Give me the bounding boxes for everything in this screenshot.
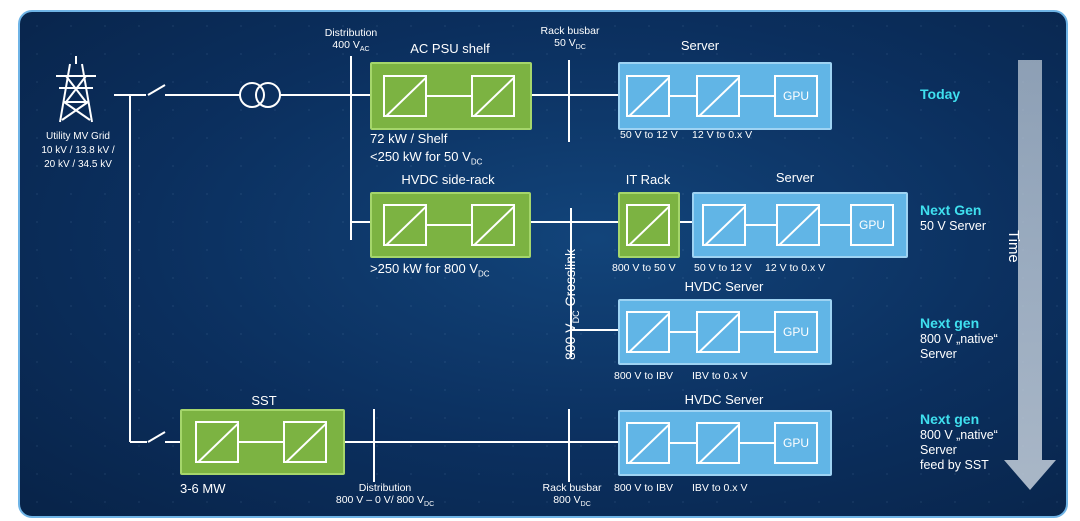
hvdc-siderack [370,192,531,258]
gen-next-2: Next gen 800 V „native“ Server [920,315,998,361]
server-2: GPU [692,192,908,258]
sst-title: SST [251,393,277,408]
hvdc-server-2: GPU [618,410,832,476]
converter-icon [696,75,740,117]
sst [180,409,345,475]
conversion-label: 50 V to 12 V [620,129,678,141]
ac-psu-shelf [370,62,532,130]
distribution-ac-label: Distribution 400 VAC [324,27,378,54]
converter-icon [696,311,740,353]
hvdc-server-2-title: HVDC Server [684,392,764,407]
gen-next-3: Next gen 800 V „native“ Server feed by S… [920,411,998,472]
conversion-label: 50 V to 12 V [694,262,752,274]
hvdc-server-1-title: HVDC Server [684,279,764,294]
conversion-label: IBV to 0.x V [692,482,748,494]
conversion-label: 800 V to IBV [614,482,673,494]
sst-power-label: 3-6 MW [180,481,226,496]
converter-icon [626,311,670,353]
rack-busbar-800v-label: Rack busbar 800 VDC [542,482,602,509]
conversion-label: 12 V to 0.x V [692,129,753,141]
gen-today: Today [920,86,961,102]
it-rack [618,192,680,258]
transformer-coil-2-icon [255,82,281,108]
converter-icon [471,204,515,246]
hvdc-siderack-title: HVDC side-rack [401,172,495,187]
converter-icon [383,204,427,246]
converter-icon [702,204,746,246]
conversion-label: 800 V to 50 V [612,262,676,274]
hvdc-server-1: GPU [618,299,832,365]
diagram-frame: Distribution 400 VAC Rack busbar 50 VDC … [18,10,1068,518]
conversion-label: IBV to 0.x V [692,370,748,382]
conversion-label: 800 V to IBV [614,370,673,382]
wiring-layer [56,56,1056,490]
transmission-tower-icon [56,56,96,123]
server-1: GPU [618,62,832,130]
gpu-chip: GPU [774,311,818,353]
converter-icon [195,421,239,463]
transformer-coil-1-icon [239,82,265,108]
siderack-power-label: >250 kW for 800 VDC [370,261,490,279]
time-label: Time [1005,230,1022,263]
shelf-limit-label: <250 kW for 50 VDC [370,149,483,167]
converter-icon [383,75,427,117]
converter-icon [626,422,670,464]
server-2-title: Server [775,170,815,185]
down-arrow-icon [1004,60,1056,490]
converter-icon [471,75,515,117]
top-marker [646,0,650,6]
switch-top-icon [147,84,166,96]
converter-icon [776,204,820,246]
rack-busbar-50v-label: Rack busbar 50 VDC [540,25,600,52]
utility-grid-label: Utility MV Grid 10 kV / 13.8 kV / 20 kV … [41,131,115,170]
distribution-dc-label: Distribution 800 V – 0 V/ 800 VDC [335,482,435,509]
converter-icon [283,421,327,463]
converter-icon [626,75,670,117]
gen-next-1: Next Gen 50 V Server [920,202,987,233]
gpu-chip: GPU [774,75,818,117]
conversion-label: 12 V to 0.x V [765,262,826,274]
ac-psu-shelf-title: AC PSU shelf [410,41,490,56]
converter-icon [626,204,670,246]
switch-bottom-icon [147,431,166,443]
gpu-chip: GPU [850,204,894,246]
converter-icon [696,422,740,464]
crosslink-label: 800 VDC Crosslink [562,248,581,360]
server-1-title: Server [680,38,720,53]
it-rack-title: IT Rack [625,172,671,187]
shelf-power-label: 72 kW / Shelf [370,131,448,146]
gpu-chip: GPU [774,422,818,464]
